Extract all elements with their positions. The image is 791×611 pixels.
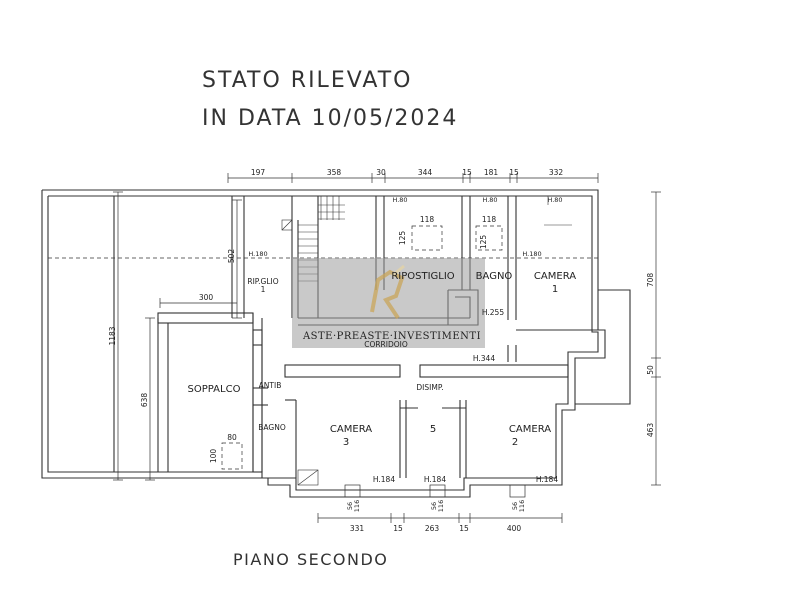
- skylight3-width: 80: [227, 433, 237, 442]
- dim-left-total: 1183: [108, 326, 117, 345]
- dim-bottom-1: 331: [350, 524, 365, 533]
- room-camera2-line2: 2: [512, 437, 518, 448]
- height-h184-2: H.184: [424, 475, 446, 484]
- height-h344: H.344: [473, 354, 495, 363]
- room-rip-line1: RIP.GLIO: [247, 277, 278, 286]
- floor-label: PIANO SECONDO: [233, 550, 389, 569]
- skylight3-height: 100: [209, 449, 218, 464]
- dim-bottom-5: 400: [507, 524, 522, 533]
- dim-bottom-4: 15: [459, 524, 469, 533]
- height-h180-left: H.180: [248, 250, 267, 258]
- dim-top-4: 344: [418, 168, 433, 177]
- window1-height: 116: [353, 500, 361, 512]
- room-ripostiglio: RIPOSTIGLIO: [391, 271, 454, 282]
- room-camera3-line1: CAMERA: [330, 424, 372, 435]
- skylight1-height: 125: [398, 231, 407, 246]
- room-camera1-line2: 1: [552, 284, 558, 295]
- height-h180-right: H.180: [522, 250, 541, 258]
- height-h184-3: H.184: [536, 475, 558, 484]
- window2-sill: 56: [430, 502, 438, 510]
- dim-top-2: 358: [327, 168, 342, 177]
- height-h184-1: H.184: [373, 475, 395, 484]
- watermark-logo-icon: [370, 264, 405, 320]
- room-bagno-top: BAGNO: [476, 271, 513, 282]
- height-h80-2: H.80: [482, 196, 497, 204]
- room-soppalco: SOPPALCO: [188, 384, 241, 395]
- dim-top-1: 197: [251, 168, 266, 177]
- dim-top-3: 30: [376, 168, 386, 177]
- window1-sill: 56: [346, 502, 354, 510]
- room-corridoio: CORRIDOIO: [364, 340, 408, 349]
- window3-height: 116: [518, 500, 526, 512]
- room-antib: ANTIB: [259, 381, 282, 390]
- height-h80-1: H.80: [392, 196, 407, 204]
- height-h255: H.255: [482, 308, 504, 317]
- title-line-1: STATO RILEVATO: [202, 68, 413, 93]
- skylight2-height: 125: [479, 235, 488, 250]
- dim-top-8: 332: [549, 168, 564, 177]
- dim-right-3: 463: [646, 423, 655, 438]
- skylight2-width: 118: [482, 215, 497, 224]
- dim-bottom-2: 15: [393, 524, 403, 533]
- skylight1-width: 118: [420, 215, 435, 224]
- dim-bottom-3: 263: [425, 524, 440, 533]
- room-5: 5: [430, 424, 436, 435]
- dim-left-inner: 638: [140, 393, 149, 408]
- dim-top-5: 15: [462, 168, 472, 177]
- room-rip-line2: 1: [261, 285, 266, 294]
- room-camera3-line2: 3: [343, 437, 349, 448]
- dim-rip-height: 502: [227, 249, 236, 264]
- window2-height: 116: [437, 500, 445, 512]
- dim-right-2: 50: [646, 365, 655, 375]
- height-h80-3: H.80: [547, 196, 562, 204]
- dim-top-7: 15: [509, 168, 519, 177]
- room-camera1-line1: CAMERA: [534, 271, 576, 282]
- dim-top-6: 181: [484, 168, 499, 177]
- room-bagno-left: BAGNO: [258, 423, 286, 432]
- room-camera2-line1: CAMERA: [509, 424, 551, 435]
- dim-right-1: 708: [646, 273, 655, 288]
- dim-soppalco-width: 300: [199, 293, 214, 302]
- window3-sill: 56: [511, 502, 519, 510]
- watermark-text: ASTE·PREASTE·INVESTIMENTI: [302, 331, 481, 342]
- room-disimp: DISIMP.: [416, 383, 443, 392]
- title-line-2: IN DATA 10/05/2024: [202, 106, 459, 131]
